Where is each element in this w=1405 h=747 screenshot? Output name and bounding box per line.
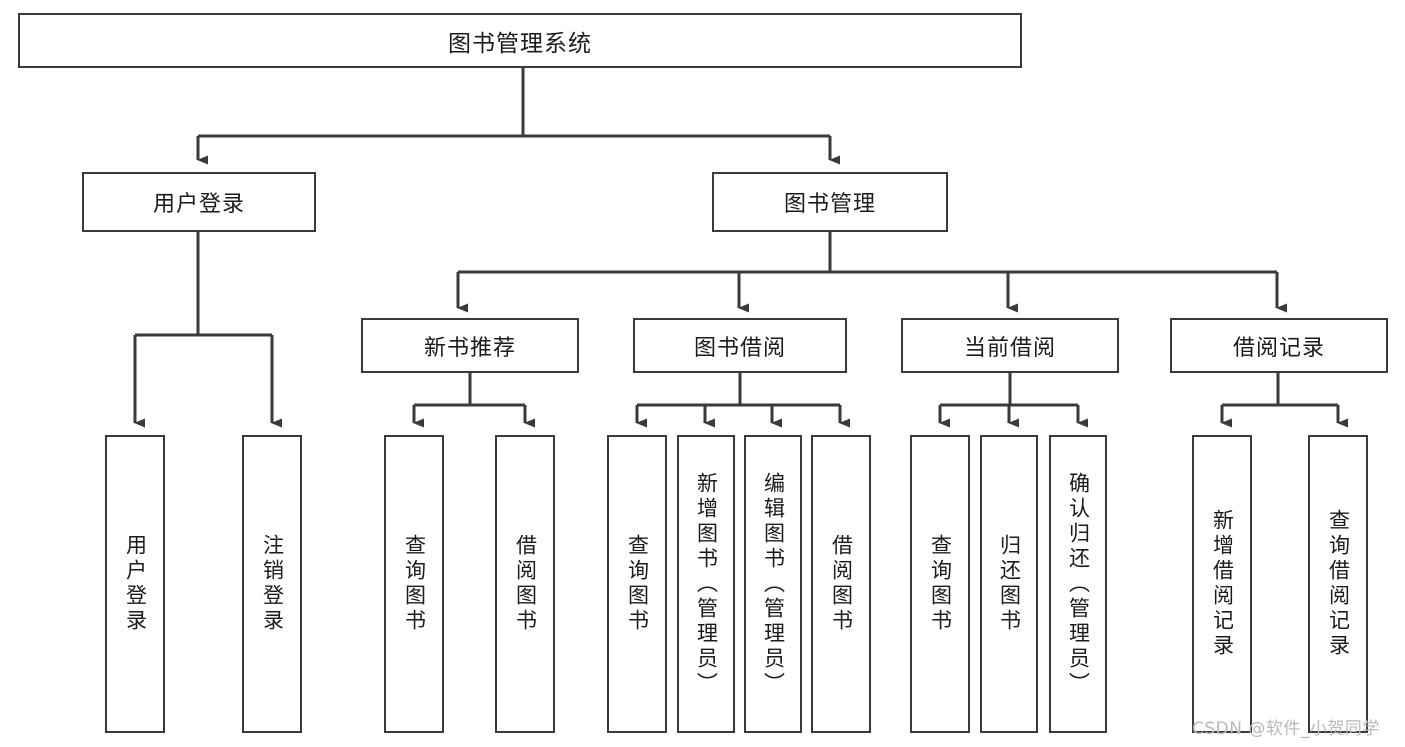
node-leaf-borrow-book-2[interactable]: 借阅图书: [811, 435, 871, 733]
node-leaf-borrow-book-1-label: 借阅图书: [513, 534, 538, 634]
node-new-book-recommend[interactable]: 新书推荐: [361, 318, 579, 373]
node-leaf-add-book-admin[interactable]: 新增图书（管理员）: [677, 435, 735, 733]
node-book-management[interactable]: 图书管理: [712, 172, 948, 232]
node-borrow-record[interactable]: 借阅记录: [1170, 318, 1388, 373]
node-leaf-user-login-label: 用户登录: [123, 534, 148, 634]
node-leaf-query-book-3-label: 查询图书: [928, 534, 953, 634]
node-leaf-edit-book-admin-label: 编辑图书（管理员）: [761, 471, 786, 697]
node-leaf-query-book-1-label: 查询图书: [402, 534, 427, 634]
node-leaf-query-borrow-record-label: 查询借阅记录: [1326, 509, 1351, 659]
node-leaf-user-login[interactable]: 用户登录: [105, 435, 165, 733]
node-leaf-query-book-2-label: 查询图书: [625, 534, 650, 634]
node-new-book-recommend-label: 新书推荐: [423, 335, 516, 361]
node-leaf-query-book-2[interactable]: 查询图书: [607, 435, 667, 733]
node-leaf-return-book[interactable]: 归还图书: [980, 435, 1038, 733]
node-borrow-record-label: 借阅记录: [1232, 335, 1325, 361]
node-user-login-label: 用户登录: [152, 192, 245, 217]
node-leaf-return-book-label: 归还图书: [997, 534, 1022, 634]
node-leaf-logout-login[interactable]: 注销登录: [242, 435, 302, 733]
node-book-borrow-label: 图书借阅: [693, 335, 786, 361]
node-leaf-borrow-book-1[interactable]: 借阅图书: [495, 435, 555, 733]
node-book-management-label: 图书管理: [783, 192, 876, 217]
node-leaf-logout-login-label: 注销登录: [260, 534, 285, 634]
node-book-borrow[interactable]: 图书借阅: [633, 318, 847, 373]
node-leaf-confirm-return-admin-label: 确认归还（管理员）: [1066, 471, 1091, 697]
node-leaf-add-borrow-record-label: 新增借阅记录: [1210, 509, 1235, 659]
node-current-borrow-label: 当前借阅: [963, 335, 1056, 361]
node-leaf-query-book-3[interactable]: 查询图书: [910, 435, 970, 733]
node-root-system[interactable]: 图书管理系统: [18, 13, 1022, 68]
node-leaf-query-borrow-record[interactable]: 查询借阅记录: [1308, 435, 1368, 733]
node-leaf-add-book-admin-label: 新增图书（管理员）: [694, 471, 719, 697]
node-leaf-add-borrow-record[interactable]: 新增借阅记录: [1192, 435, 1252, 733]
node-leaf-borrow-book-2-label: 借阅图书: [829, 534, 854, 634]
node-leaf-confirm-return-admin[interactable]: 确认归还（管理员）: [1049, 435, 1107, 733]
node-leaf-query-book-1[interactable]: 查询图书: [384, 435, 444, 733]
node-user-login[interactable]: 用户登录: [82, 172, 316, 232]
node-root-system-label: 图书管理系统: [448, 30, 592, 57]
node-current-borrow[interactable]: 当前借阅: [901, 318, 1119, 373]
node-leaf-edit-book-admin[interactable]: 编辑图书（管理员）: [744, 435, 802, 733]
